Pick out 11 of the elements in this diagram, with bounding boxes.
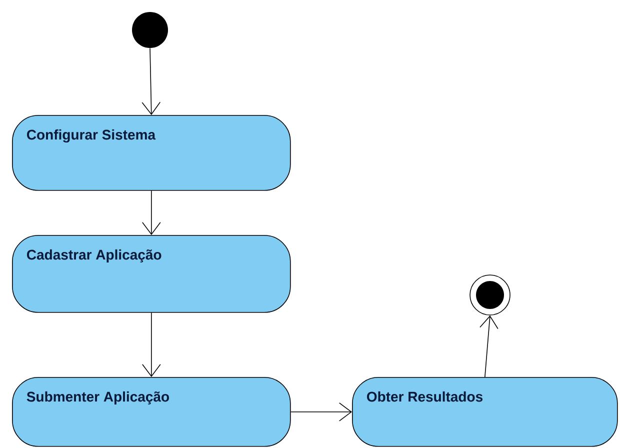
arrow <box>290 402 352 422</box>
activity-box: Configurar Sistema <box>12 115 291 191</box>
activity-box: Obter Resultados <box>352 377 618 447</box>
activity-box: Submenter Aplicação <box>12 377 291 447</box>
activity-box: Cadastrar Aplicação <box>12 235 291 313</box>
arrow <box>142 312 161 377</box>
arrow <box>142 190 161 235</box>
arrow <box>142 48 161 115</box>
end-symbol <box>470 274 510 316</box>
arrow <box>480 315 498 378</box>
start-dot <box>132 12 168 48</box>
